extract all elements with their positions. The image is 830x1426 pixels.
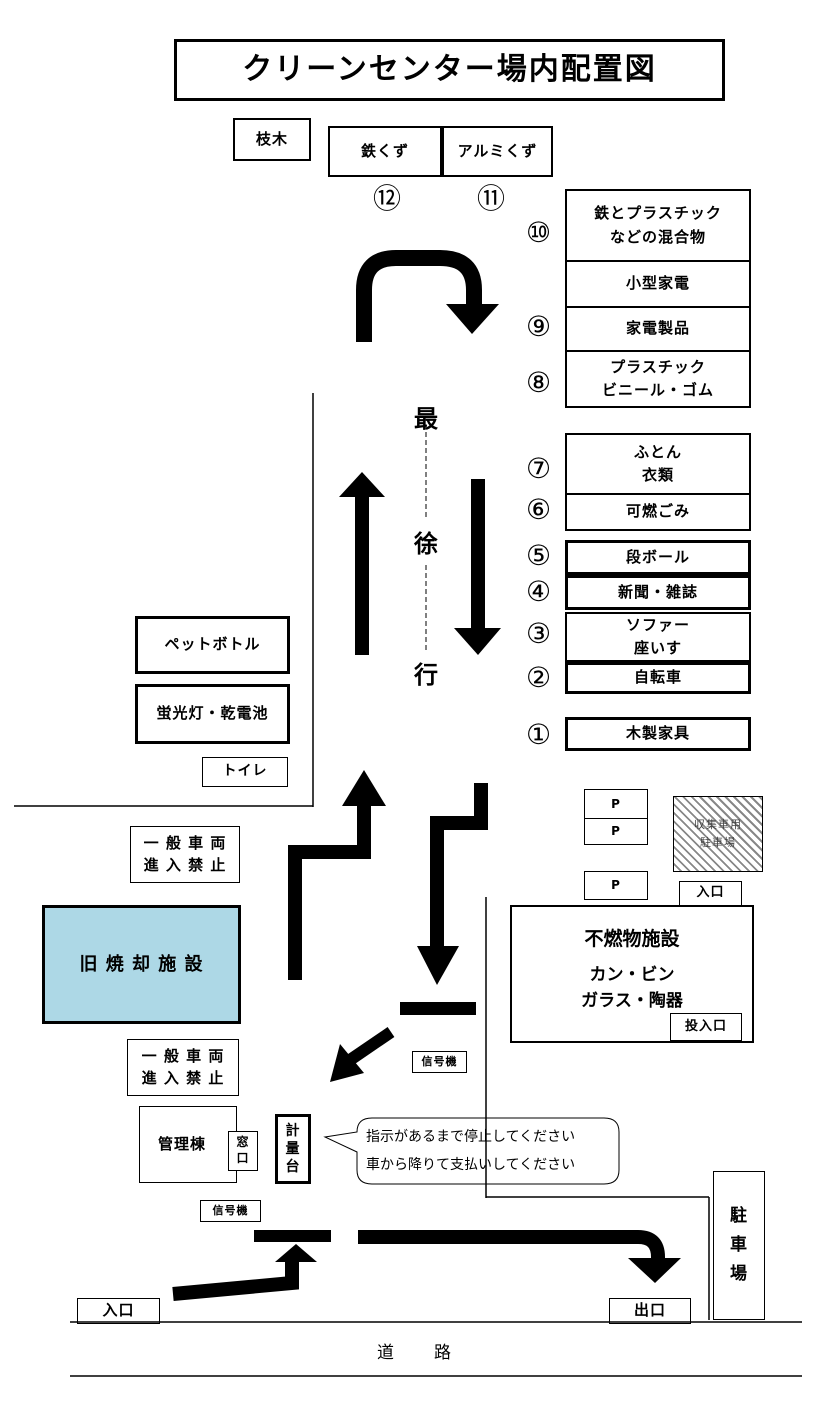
callout-line-1: 指示があるまで停止してください	[366, 1129, 576, 1145]
payment-window: 窓 口	[228, 1131, 258, 1171]
station-7-box: ふとん 衣類	[565, 433, 751, 495]
up-arrow-head	[339, 472, 385, 497]
station-2-box: 自転車	[565, 662, 751, 694]
pet-bottle-box: ペットボトル	[135, 616, 290, 674]
station-2-number: ②	[526, 661, 552, 694]
station-3-number: ③	[526, 617, 552, 650]
weighing-scale: 計 量 台	[275, 1114, 311, 1184]
callout-line-2: 車から降りて支払いしてください	[366, 1157, 576, 1173]
diagonal-arrow-shaft	[346, 1027, 395, 1065]
station-7-number: ⑦	[526, 452, 552, 485]
road-label: 道 路	[377, 1343, 453, 1363]
stop-bar-upper	[400, 1002, 476, 1015]
lower-down-arrowhead	[417, 946, 459, 985]
parking-p-2: P	[584, 818, 648, 845]
station-9-box: 家電製品	[565, 306, 751, 352]
down-arrow-shaft	[471, 479, 485, 631]
slow-char-3: 行	[414, 661, 438, 689]
exit-arrowhead	[628, 1258, 681, 1283]
site-exit: 出口	[609, 1298, 691, 1324]
station-6-number: ⑥	[526, 493, 552, 526]
instruction-callout: 指示があるまで停止してください 車から降りて支払いしてください	[354, 1118, 619, 1184]
toilet-box: トイレ	[202, 757, 288, 787]
station-1-box: 木製家具	[565, 717, 751, 751]
callout-bubble	[323, 1117, 620, 1185]
entrance-arrow	[172, 1260, 299, 1301]
station-11-box: アルミくず	[442, 126, 553, 177]
station-8-box: プラスチック ビニール・ゴム	[565, 350, 751, 408]
collection-vehicle-parking: 収集車用 駐車場	[673, 796, 763, 872]
lamp-battery-box: 蛍光灯・乾電池	[135, 684, 290, 744]
station-12-box: 鉄くず	[328, 126, 442, 177]
admin-building: 管理棟	[139, 1106, 237, 1183]
station-10-number: ⑩	[526, 216, 552, 249]
diagonal-arrowhead	[330, 1044, 364, 1082]
entrance-arrowhead	[275, 1244, 317, 1262]
u-turn-arrowhead	[446, 304, 499, 334]
station-3-box: ソファー 座いす	[565, 612, 751, 662]
lower-up-arrow	[288, 805, 371, 980]
signal-left: 信号機	[200, 1200, 261, 1222]
signal-right: 信号機	[412, 1051, 467, 1073]
no-entry-sign-1: 一 般 車 両 進 入 禁 止	[130, 826, 240, 883]
funen-entrance-label: 入口	[679, 881, 742, 906]
parking-p-1: P	[584, 789, 648, 819]
edaki-box: 枝木	[233, 118, 311, 161]
lower-down-arrow	[430, 783, 488, 950]
slow-char-2: 徐	[414, 530, 438, 558]
u-turn-arrow	[356, 250, 482, 342]
stop-bar-lower	[254, 1230, 331, 1242]
funen-subtitle: カン・ビン ガラス・陶器	[581, 965, 683, 1012]
up-arrow-shaft	[355, 494, 369, 655]
station-8-number: ⑧	[526, 366, 552, 399]
station-4-box: 新聞・雑誌	[565, 575, 751, 610]
station-10-box: 鉄とプラスチック などの混合物	[565, 189, 751, 262]
old-incinerator: 旧 焼 却 施 設	[42, 905, 241, 1024]
station-4-number: ④	[526, 575, 552, 608]
exit-arrow	[358, 1230, 665, 1262]
lower-up-arrowhead	[342, 770, 386, 806]
station-5-box: 段ボール	[565, 540, 751, 575]
station-6-box: 可燃ごみ	[565, 493, 751, 531]
slow-char-1: 最	[414, 405, 438, 433]
site-entrance: 入口	[77, 1298, 160, 1324]
parking-lot: 駐 車 場	[713, 1171, 765, 1320]
parking-p-3: P	[584, 871, 648, 900]
station-12-number: ⑫	[373, 182, 402, 215]
funen-title: 不燃物施設	[584, 928, 680, 950]
station-9-number: ⑨	[526, 310, 552, 343]
tonyu-label: 投入口	[670, 1013, 742, 1041]
station-1-number: ①	[526, 718, 552, 751]
station-5-number: ⑤	[526, 539, 552, 572]
page-title: クリーンセンター場内配置図	[174, 39, 725, 101]
down-arrow-head	[454, 628, 501, 655]
no-entry-sign-2: 一 般 車 両 進 入 禁 止	[127, 1039, 239, 1096]
station-11-number: ⑪	[477, 182, 506, 215]
